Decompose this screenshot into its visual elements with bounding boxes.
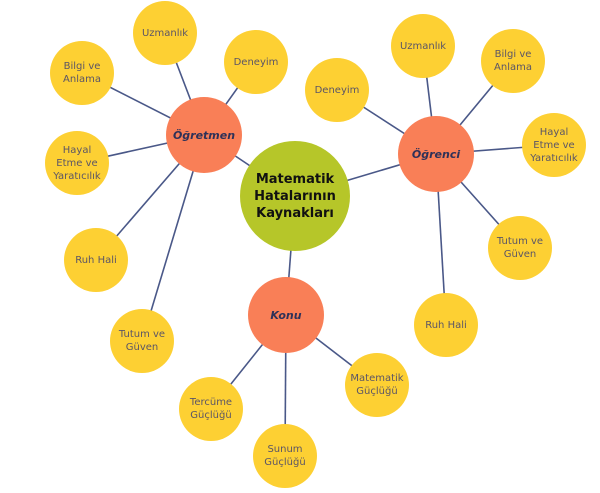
center-node[interactable]: Matematik Hatalarının Kaynakları [240,141,350,251]
hub-node-ogrenci-label: Öğrenci [411,147,461,161]
center-node-label: Matematik Hatalarının Kaynakları [254,171,336,221]
leaf-node-konu-label: Tercüme Güçlüğü [189,397,233,421]
leaf-node-ogretmen[interactable]: Ruh Hali [64,228,128,292]
leaf-node-ogretmen-label: Tutum ve Güven [118,329,166,353]
leaf-node-ogrenci[interactable]: Bilgi ve Anlama [481,29,545,93]
leaf-node-ogretmen[interactable]: Bilgi ve Anlama [50,41,114,105]
hub-node-ogrenci[interactable]: Öğrenci [398,116,474,192]
leaf-node-ogrenci-label: Ruh Hali [425,319,467,331]
leaf-node-ogrenci[interactable]: Hayal Etme ve Yaratıcılık [522,113,586,177]
leaf-node-ogretmen-label: Ruh Hali [75,254,117,266]
leaf-node-ogretmen-label: Deneyim [233,56,279,68]
leaf-node-ogrenci-label: Tutum ve Güven [496,236,544,260]
leaf-node-ogretmen[interactable]: Tutum ve Güven [110,309,174,373]
leaf-node-ogrenci-label: Hayal Etme ve Yaratıcılık [530,126,578,164]
leaf-node-ogretmen-label: Bilgi ve Anlama [63,61,101,85]
leaf-node-konu[interactable]: Tercüme Güçlüğü [179,377,243,441]
hub-node-ogretmen-label: Öğretmen [172,128,236,142]
leaf-node-konu-label: Sunum Güçlüğü [264,444,306,468]
leaf-node-ogrenci[interactable]: Tutum ve Güven [488,216,552,280]
hub-node-konu[interactable]: Konu [248,277,324,353]
leaf-node-ogretmen[interactable]: Deneyim [224,30,288,94]
leaf-node-ogretmen-label: Uzmanlık [141,27,189,39]
leaf-node-konu[interactable]: Matematik Güçlüğü [345,353,409,417]
leaf-node-ogretmen[interactable]: Hayal Etme ve Yaratıcılık [45,131,109,195]
leaf-node-ogretmen-label: Hayal Etme ve Yaratıcılık [53,144,101,182]
leaf-node-ogrenci-label: Deneyim [314,84,360,96]
leaf-node-ogrenci[interactable]: Uzmanlık [391,14,455,78]
hub-node-konu-label: Konu [270,308,302,322]
leaf-node-ogrenci[interactable]: Ruh Hali [414,293,478,357]
leaf-node-ogrenci[interactable]: Deneyim [305,58,369,122]
leaf-node-ogretmen[interactable]: Uzmanlık [133,1,197,65]
hub-node-ogretmen[interactable]: Öğretmen [166,97,242,173]
leaf-node-konu-label: Matematik Güçlüğü [350,373,404,397]
leaf-node-ogrenci-label: Uzmanlık [399,40,447,52]
leaf-node-konu[interactable]: Sunum Güçlüğü [253,424,317,488]
leaf-node-ogrenci-label: Bilgi ve Anlama [494,49,532,73]
